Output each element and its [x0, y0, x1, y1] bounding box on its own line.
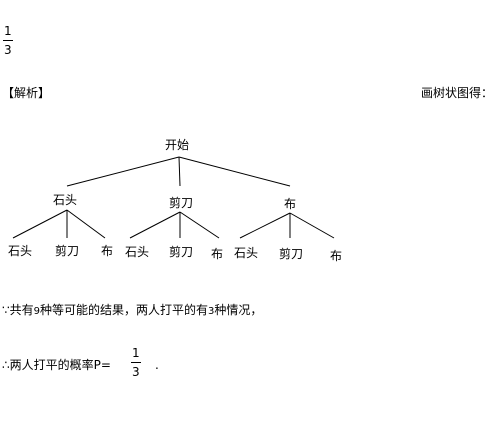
tree-node-l2-cloth-rock: 石头	[234, 246, 259, 260]
tree-node-l1-scissors: 剪刀	[169, 196, 194, 210]
tree-node-l2-rock-cloth: 布	[101, 244, 114, 258]
answer-fraction: 1 3	[3, 25, 13, 56]
edge-cloth-rock	[239, 212, 291, 239]
probability-numerator: 1	[132, 346, 140, 360]
tree-root: 开始	[165, 138, 190, 152]
probability-fraction: 1 3	[131, 347, 141, 378]
explanation-line-2: ∴两人打平的概率P=	[2, 359, 111, 371]
line1-total: 9	[33, 306, 41, 317]
line2-prefix: ∴两人打平的概率P=	[2, 358, 111, 372]
tree-node-l2-cloth-cloth: 布	[330, 249, 343, 263]
probability-denominator: 3	[132, 365, 140, 379]
edge-root-rock	[66, 156, 180, 187]
edge-root-scissors	[178, 156, 181, 187]
tree-intro: 画树状图得：	[421, 86, 494, 100]
line1-prefix: ∵共有	[2, 303, 34, 317]
tree-node-l2-scissors-scissors: 剪刀	[169, 245, 194, 259]
tree-node-l2-scissors-cloth: 布	[211, 247, 224, 261]
line2-suffix: .	[155, 358, 159, 372]
tree-node-l2-cloth-scissors: 剪刀	[279, 247, 304, 261]
probability-fraction-bar	[131, 362, 141, 363]
edge-scissors-rock	[129, 211, 181, 239]
analysis-label: 【解析】	[2, 86, 51, 100]
edge-rock-cloth	[66, 209, 106, 239]
line1-ties: 3	[208, 306, 215, 317]
line1-middle: 种等可能的结果，两人打平的有	[40, 303, 209, 317]
edge-rock-rock	[12, 209, 68, 239]
answer-fraction-bar	[3, 40, 13, 41]
answer-denominator: 3	[4, 43, 12, 57]
tree-node-l2-rock-rock: 石头	[8, 244, 33, 258]
tree-node-l2-scissors-rock: 石头	[125, 245, 150, 259]
edge-cloth-cloth	[289, 212, 335, 239]
explanation-line-1: ∵共有9种等可能的结果，两人打平的有3种情况，	[2, 304, 262, 317]
edge-root-cloth	[178, 156, 291, 187]
tree-node-l1-cloth: 布	[284, 197, 297, 211]
line1-suffix: 种情况，	[214, 303, 263, 317]
edge-scissors-cloth	[179, 211, 220, 239]
tree-node-l2-rock-scissors: 剪刀	[55, 244, 80, 258]
answer-numerator: 1	[4, 24, 12, 38]
tree-node-l1-rock: 石头	[53, 193, 78, 207]
